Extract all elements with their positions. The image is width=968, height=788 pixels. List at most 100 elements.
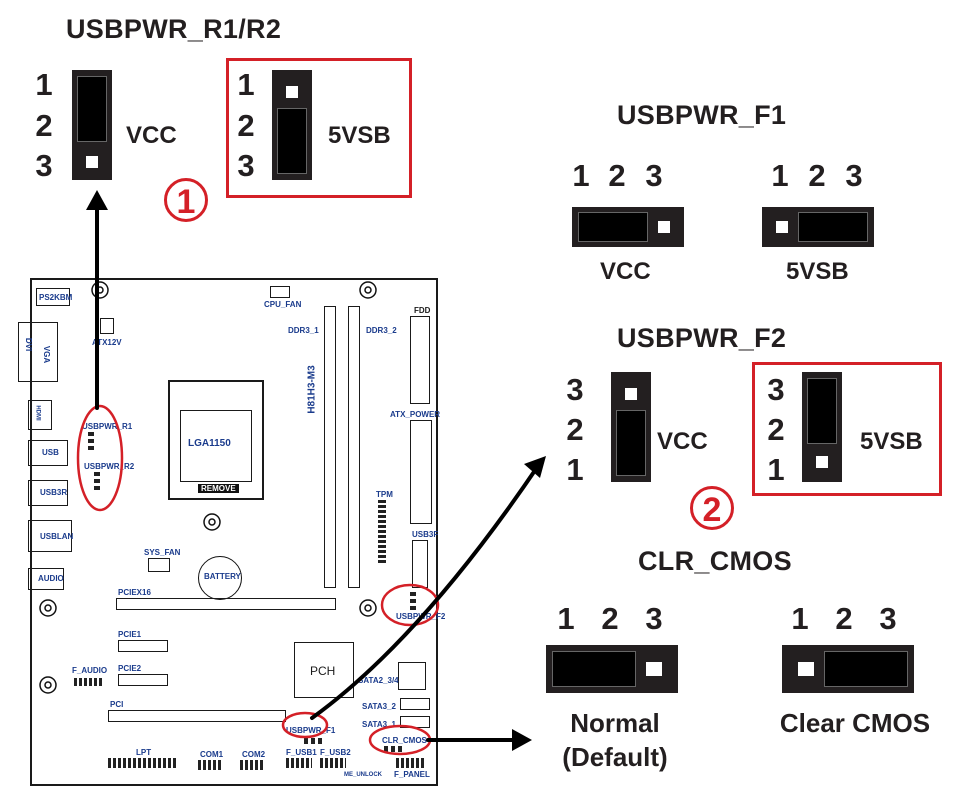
pin-label: 3 <box>845 158 863 193</box>
clr-cmos-label: CLR_CMOS <box>382 736 427 745</box>
sata3-2-label: SATA3_2 <box>362 702 396 711</box>
f-panel-label: F_PANEL <box>394 770 430 779</box>
f-panel-header <box>396 758 424 768</box>
clr-cmos-title: CLR_CMOS <box>638 546 792 576</box>
f-audio-label: F_AUDIO <box>72 666 108 675</box>
marker-1: 1 <box>164 178 208 222</box>
pin-label: 1 <box>771 158 789 193</box>
jumper-header-vcc <box>72 70 112 180</box>
audio-label: AUDIO <box>38 574 64 583</box>
pin-label: 3 <box>645 601 663 636</box>
usb3r-label: USB3R <box>40 488 68 497</box>
remove-label: REMOVE <box>198 484 239 493</box>
open-pin <box>798 662 814 676</box>
highlight-box-5vsb <box>226 58 412 198</box>
open-pin <box>776 221 788 233</box>
usbpwr-f1-header <box>304 738 322 744</box>
usbpwr-r-title: USBPWR_R1/R2 <box>66 14 282 44</box>
jumper-cap <box>578 212 648 242</box>
open-pin <box>86 156 98 168</box>
pch-label: PCH <box>310 664 336 678</box>
lga1150-label: LGA1150 <box>188 438 231 449</box>
vcc-label: VCC <box>657 428 708 455</box>
sys-fan-label: SYS_FAN <box>144 548 181 557</box>
ps2kbm-label: PS2KBM <box>39 293 73 302</box>
5vsb-label: 5VSB <box>860 428 923 455</box>
pin-label: 2 <box>835 601 853 636</box>
atx-power-connector <box>410 420 432 524</box>
ps2-port <box>36 288 70 306</box>
jumper-header-f2-5vsb <box>802 372 842 482</box>
pin-label: 2 <box>767 412 785 447</box>
com2-header <box>240 760 264 770</box>
cpu-fan-header <box>270 286 290 298</box>
sata3-1-label: SATA3_1 <box>362 720 396 729</box>
pciex16-slot <box>116 598 336 610</box>
pcie1-label: PCIE1 <box>118 630 142 639</box>
usb3f-label: USB3F <box>412 530 439 539</box>
jumper-cap <box>552 651 636 687</box>
normal-label: Normal <box>570 708 660 738</box>
open-pin <box>646 662 662 676</box>
com1-header <box>198 760 222 770</box>
usb-port <box>28 440 68 466</box>
cpu-inner <box>180 410 252 482</box>
pin-label: 1 <box>237 67 255 102</box>
jumper-cap <box>824 651 908 687</box>
cpu-fan-label: CPU_FAN <box>264 300 302 309</box>
usb3r-port <box>28 480 68 506</box>
usb-label: USB <box>42 448 59 457</box>
pin-label: 1 <box>767 452 785 487</box>
fdd-label: FDD <box>414 306 431 315</box>
ddr3-1-label: DDR3_1 <box>288 326 319 335</box>
open-pin <box>658 221 670 233</box>
ddr3-2-label: DDR3_2 <box>366 326 397 335</box>
jumper-header-cmos-normal <box>546 645 678 693</box>
pin-label: 1 <box>35 67 53 102</box>
jumper-cap <box>807 378 837 444</box>
pin-label: 2 <box>566 412 584 447</box>
sata3-2-connector <box>400 698 430 710</box>
jumper-header-cmos-clear <box>782 645 914 693</box>
usbpwr-r1-label: USBPWR_R1 <box>82 422 133 431</box>
pci-label: PCI <box>110 700 124 709</box>
usbpwr-r2-header <box>94 472 100 492</box>
pin-label: 1 <box>557 601 575 636</box>
mounting-holes <box>39 281 377 694</box>
ddr3-2-slot <box>348 306 360 588</box>
pin-label: 2 <box>601 601 619 636</box>
pin-label: 1 <box>572 158 590 193</box>
pcie2-slot <box>118 674 168 686</box>
open-pin <box>816 456 828 468</box>
usblan-port <box>28 520 72 552</box>
pci-slot <box>108 710 286 722</box>
atx12v-connector <box>100 318 114 334</box>
pciex16-label: PCIEX16 <box>118 588 151 597</box>
pin-label: 3 <box>237 148 255 183</box>
clear-cmos-label: Clear CMOS <box>779 708 931 738</box>
lpt-label: LPT <box>136 748 152 757</box>
open-pin <box>625 388 637 400</box>
jumper-cap <box>798 212 868 242</box>
pin-label: 3 <box>879 601 897 636</box>
usbpwr-f1-label: USBPWR_F1 <box>286 726 336 735</box>
lpt-header <box>108 758 178 768</box>
usblan-label: USBLAN <box>40 532 74 541</box>
sys-fan-header <box>148 558 170 572</box>
hdmi-port <box>28 400 52 430</box>
me-unlock-label: ME_UNLOCK <box>344 772 383 778</box>
5vsb-label: 5VSB <box>786 258 849 285</box>
highlight-box-f2-5vsb <box>752 362 942 496</box>
vcc-label: VCC <box>600 258 651 285</box>
motherboard: PS2KBM DVI VGA HDMI USB USB3R USBLAN AUD… <box>18 278 445 786</box>
usbpwr-f1-title: USBPWR_F1 <box>617 100 787 130</box>
tpm-header <box>378 500 386 564</box>
usbpwr-r2-label: USBPWR_R2 <box>84 462 135 471</box>
usbpwr-r1-header <box>88 432 94 452</box>
audio-port <box>28 568 64 590</box>
sata2-34-label: SATA2_3/4 <box>358 676 399 685</box>
f-usb1-header <box>286 758 312 768</box>
cpu-socket <box>168 380 264 500</box>
vcc-label: VCC <box>126 122 177 149</box>
